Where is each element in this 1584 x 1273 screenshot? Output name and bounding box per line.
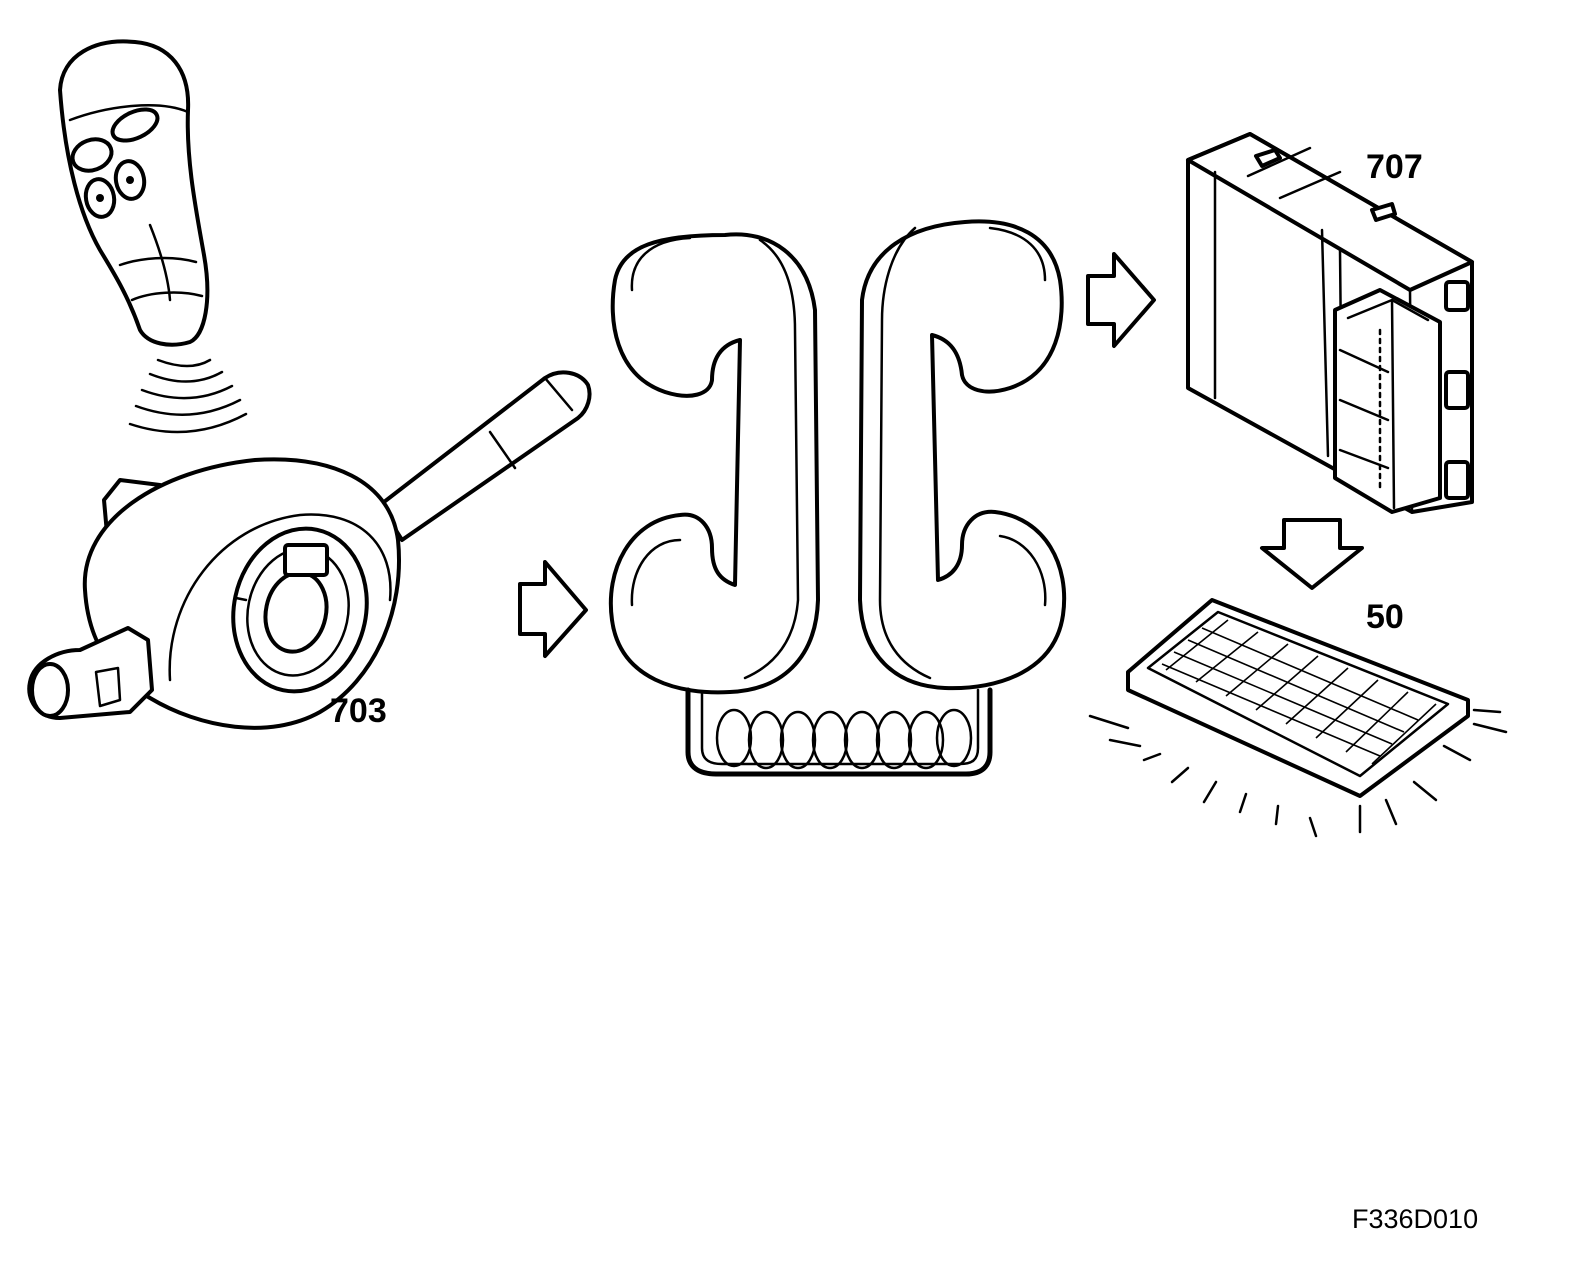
stalk-switch-703 — [27, 370, 592, 730]
remote-key-fob — [58, 39, 210, 347]
light-glow-rays — [1088, 708, 1508, 838]
arrow-down — [1260, 518, 1364, 590]
label-courtesy-light: 50 — [1366, 598, 1404, 636]
figure-code: F336D010 — [1352, 1204, 1479, 1234]
courtesy-light-50 — [1088, 598, 1508, 838]
radio-wave-signal — [128, 358, 248, 434]
arrow-right-2 — [1086, 252, 1156, 348]
telephone-handsets-icon — [608, 219, 1067, 777]
label-stalk-switch: 703 — [330, 692, 387, 730]
key-fob-buttons — [70, 107, 160, 219]
control-module-707 — [1186, 132, 1474, 514]
label-control-module: 707 — [1366, 148, 1423, 186]
arrow-right-1 — [518, 560, 588, 658]
coiled-cord — [685, 687, 993, 777]
light-lens-grid — [1161, 619, 1437, 765]
